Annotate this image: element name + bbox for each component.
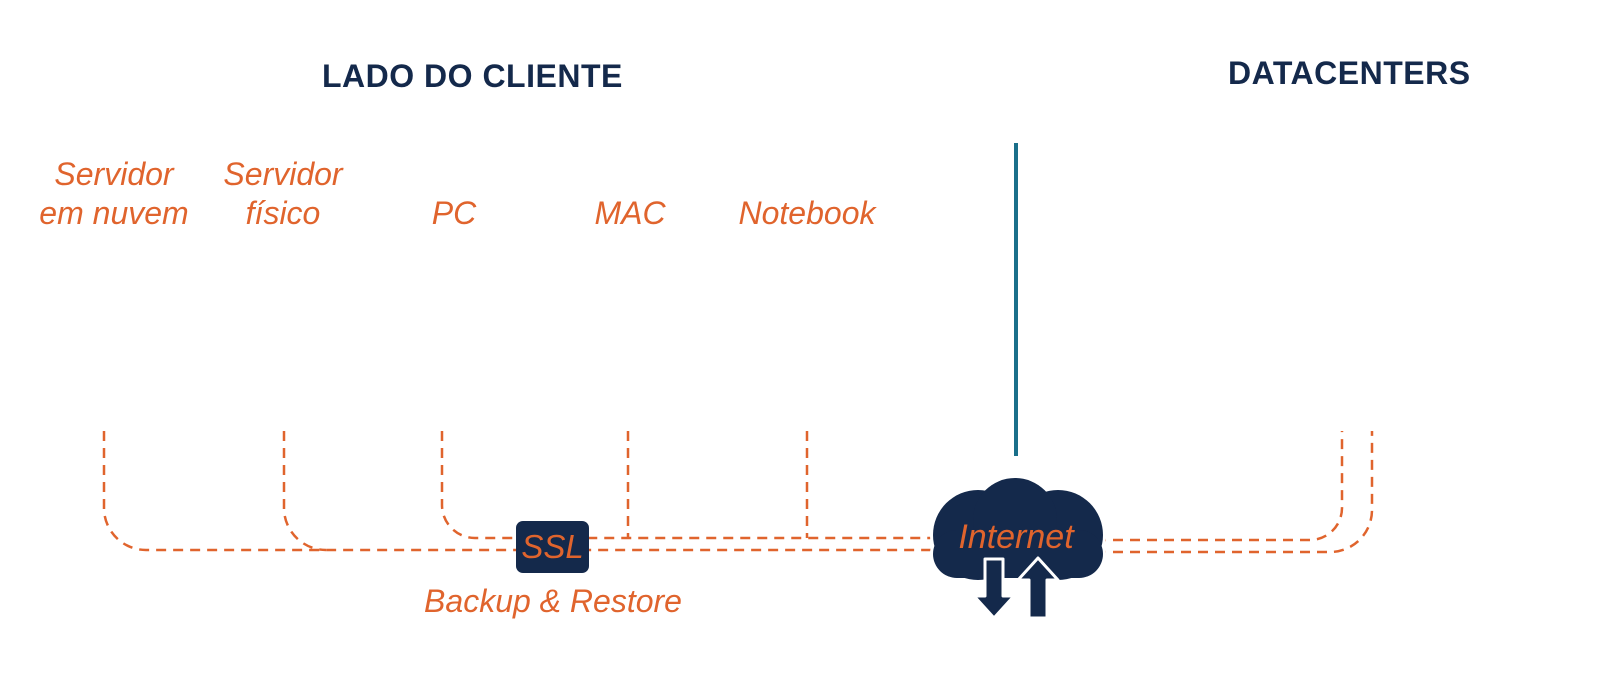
device-label-physical-server: Servidor físico — [223, 155, 342, 233]
connector-datacenter-lower — [1096, 431, 1374, 554]
device-label-line2: em nuvem — [39, 195, 189, 231]
backup-restore-text: Backup & Restore — [424, 583, 682, 619]
cloud-icon — [930, 475, 1106, 583]
connector-cloud-server — [102, 431, 940, 552]
device-label-line2: MAC — [594, 195, 666, 231]
device-label-line1: Servidor — [223, 156, 343, 192]
client-side-heading: LADO DO CLIENTE — [322, 58, 623, 94]
datacenters-heading: DATACENTERS — [1228, 55, 1471, 91]
device-label-line2: PC — [431, 195, 477, 231]
download-arrow-icon — [972, 557, 1016, 620]
ssl-badge: SSL — [516, 521, 589, 573]
device-label-line1: Servidor — [54, 156, 174, 192]
device-label-notebook: Notebook — [739, 194, 876, 233]
upload-arrow-icon — [1016, 556, 1060, 620]
device-label-mac: MAC — [594, 194, 665, 233]
device-label-line2: físico — [245, 195, 321, 231]
backup-restore-caption: Backup & Restore — [424, 582, 682, 621]
connector-datacenter-upper — [1096, 431, 1344, 542]
connector-physical-server — [282, 431, 327, 552]
connector-pc — [440, 431, 940, 540]
device-label-pc: PC — [432, 194, 476, 233]
device-label-cloud-server: Servidor em nuvem — [39, 155, 188, 233]
ssl-label: SSL — [521, 528, 584, 565]
device-label-line2: Notebook — [738, 195, 876, 231]
internet-label: Internet — [958, 518, 1074, 556]
